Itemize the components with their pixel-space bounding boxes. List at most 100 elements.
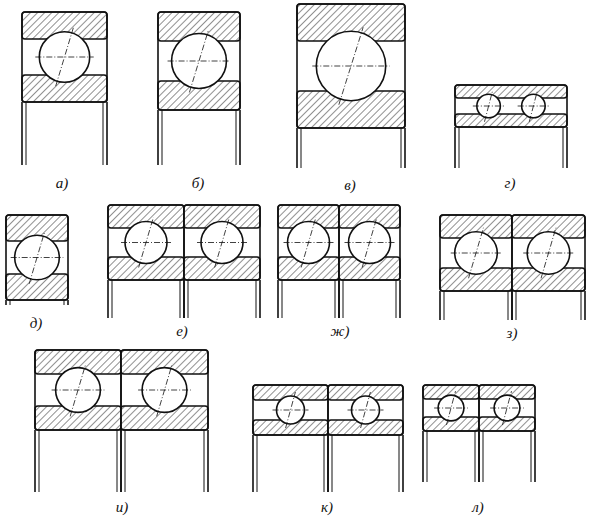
bore-line [207,430,209,492]
bore-line [396,280,397,318]
figure-label: а) [56,176,69,191]
bore-line [107,280,109,318]
bore-line [478,431,480,482]
bore-line [534,431,536,482]
bearing-section [108,205,184,318]
bearing-outline [108,205,184,280]
center-line [348,410,384,411]
bore-line [112,280,113,318]
bore-line [401,128,402,168]
figure-label: з) [507,326,518,341]
bearing-section [423,385,479,482]
center-line [273,410,309,411]
figure-label: в) [344,178,356,193]
bore-line [188,280,189,318]
bore-line [511,291,513,320]
contact-line [361,392,371,428]
bore-line [563,127,564,168]
bore-line [117,430,118,492]
center-line [434,408,468,409]
bore-line [67,300,69,305]
bore-line [259,280,261,318]
bore-line [239,110,241,165]
bore-line [296,128,298,168]
bearing-outline [158,12,240,110]
bore-line [581,291,582,320]
bore-line [459,127,460,168]
bearing-outline [35,350,121,430]
contact-line [70,364,86,417]
bore-line [402,435,404,492]
bearing-section [479,385,535,482]
bore-line [422,431,424,482]
figure-label: е) [176,324,188,339]
bore-line [327,435,329,492]
bore-line [338,280,340,318]
figure-label: л) [472,500,484,515]
bearing-section [278,205,339,318]
contact-line [541,228,556,279]
bore-line [301,128,302,168]
contact-line [301,218,316,268]
bore-line [338,280,340,318]
bore-line [508,291,509,320]
bearing-outline [22,12,107,102]
bore-line [180,280,181,318]
bearing-section [6,215,68,305]
outer-ring [455,85,567,98]
center-line [490,408,524,409]
bore-line [277,280,279,318]
bore-line [106,102,108,165]
bore-line [516,291,517,320]
bore-line [236,110,237,165]
bearing-outline [278,205,339,280]
contact-line [189,30,208,93]
contact-line [484,90,492,122]
bearing-outline [121,350,208,430]
bore-line [120,430,122,492]
bore-line [257,435,258,492]
bore-line [162,110,163,165]
bearing-outline [297,4,405,128]
contact-line [139,218,154,268]
center-line [312,66,389,67]
contact-line [502,391,511,425]
bearing-section [253,385,328,492]
bore-line [157,110,159,165]
bore-line [103,102,104,165]
bore-line [478,431,480,482]
bore-line [183,280,185,318]
inner-ring [455,114,567,127]
bore-line [332,435,333,492]
bore-line [34,430,36,492]
bore-line [183,280,185,318]
bearing-section [339,205,400,318]
bearing-section [22,12,107,165]
bore-line [282,280,283,318]
bearing-section [158,12,240,165]
bore-line [26,102,27,165]
bore-line [39,430,40,492]
contact-line [469,228,484,279]
bore-line [125,430,126,492]
figure-label: и) [116,500,129,515]
bore-line [439,291,441,320]
bearing-section [297,4,405,168]
bore-line [252,435,254,492]
contact-line [56,28,74,86]
contact-line [215,218,230,268]
figure-label: д) [30,316,43,331]
bore-line [444,291,445,320]
bore-line [399,435,400,492]
bore-line [511,291,513,320]
bearing-section [455,85,567,168]
figure-label: б) [192,176,205,191]
bore-line [475,431,476,482]
bore-line [483,431,484,482]
bore-line [335,280,336,318]
bearing-section [184,205,260,318]
bearing-outline [339,205,400,280]
figure-label: к) [321,500,333,515]
bearing-outline [184,205,260,280]
bore-line [566,127,568,168]
